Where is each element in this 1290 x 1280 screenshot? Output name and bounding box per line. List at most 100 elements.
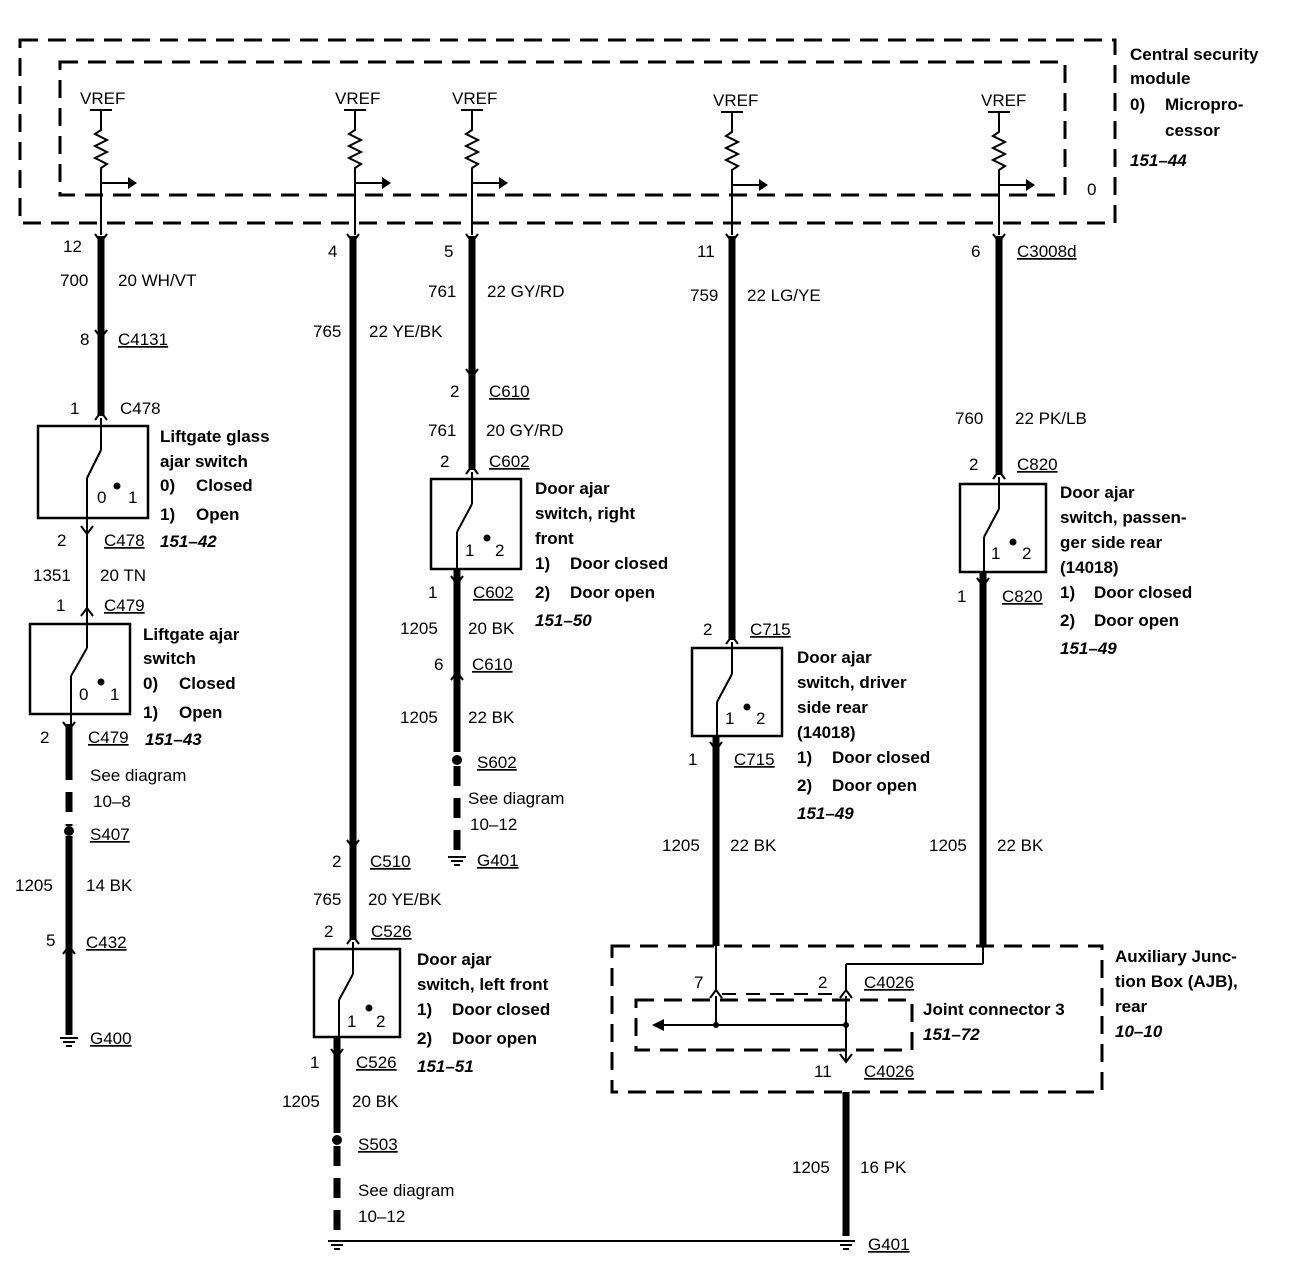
state-closed: Closed [179, 674, 236, 693]
ground-icon [836, 1240, 856, 1250]
auxiliary-junction-box: Auxiliary Junc- tion Box (AJB), rear 10–… [610, 944, 1238, 1254]
connector-c3008d: C3008d [1017, 242, 1077, 261]
connector-c478: C478 [120, 399, 161, 418]
door-ajar-switch-driver-side-rear [690, 646, 784, 738]
module-title-line1: Central security [1130, 45, 1259, 64]
circuit-number: 765 [313, 322, 341, 341]
switch-position: 2 [756, 709, 765, 728]
module-part-index: 0) [1130, 95, 1145, 114]
circuit-number: 1205 [282, 1092, 320, 1111]
wire-color: 20 TN [100, 566, 146, 585]
connector-c820: C820 [1017, 455, 1058, 474]
circuit-number: 761 [428, 421, 456, 440]
switch-position: 1 [991, 544, 1000, 563]
pin-label: 1 [56, 596, 65, 615]
wire-color: 14 BK [86, 876, 133, 895]
circuit-number: 1205 [400, 619, 438, 638]
state-index: 1) [143, 703, 158, 722]
circuit-number: 759 [690, 286, 718, 305]
switch-name: Door ajar [1060, 483, 1135, 502]
pin-label: 2 [57, 531, 66, 550]
state-closed: Door closed [452, 1000, 550, 1019]
wire-color: 22 BK [468, 708, 515, 727]
vref-pullup-2: VREF [335, 89, 391, 235]
vref-pullup-4: VREF [713, 91, 768, 235]
page-ref: 151–49 [1060, 639, 1117, 658]
page-ref: 151–50 [535, 611, 592, 630]
circuit-number: 1205 [400, 708, 438, 727]
switch-name: switch, passen- [1060, 508, 1187, 527]
switch-position: 1 [110, 685, 119, 704]
connector-c4131: C4131 [118, 330, 168, 349]
pin-label: 11 [814, 1062, 832, 1081]
connector-c526: C526 [371, 922, 412, 941]
module-box-index: 0 [1087, 180, 1096, 199]
pin-label: 6 [971, 242, 980, 261]
state-index: 0) [143, 674, 158, 693]
pin-label: 8 [80, 330, 89, 349]
pin-label: 2 [450, 382, 459, 401]
liftgate-ajar-switch [28, 622, 132, 716]
switch-name: Door ajar [797, 648, 872, 667]
microprocessor-box [58, 60, 1067, 197]
ajb-ref: 10–10 [1115, 1022, 1163, 1041]
channel-driver-side-rear: 11 759 22 LG/YE 2 C715 1 2 Door ajar swi… [662, 233, 930, 946]
pin-label: 2 [332, 852, 341, 871]
splice-dot [452, 755, 462, 765]
circuit-number: 1205 [662, 836, 700, 855]
switch-position: 1 [347, 1012, 356, 1031]
circuit-number: 700 [60, 271, 88, 290]
vref-label: VREF [981, 91, 1026, 110]
channel-right-front-door: 5 761 22 GY/RD 2 C610 761 20 GY/RD 2 C60… [400, 233, 668, 870]
page-ref: 151–51 [417, 1057, 474, 1076]
vref-label: VREF [452, 89, 497, 108]
central-security-module: Central security module 0) Micropro- ces… [18, 38, 1259, 235]
connector-c715: C715 [750, 620, 791, 639]
pin-label: 5 [46, 931, 55, 950]
switch-name: ajar switch [160, 452, 248, 471]
switch-name: (14018) [1060, 558, 1119, 577]
module-title-line2: module [1130, 69, 1190, 88]
pin-label: 2 [818, 973, 827, 992]
pin-label: 12 [63, 237, 82, 256]
joint-ref: 151–72 [923, 1025, 980, 1044]
splice-s407: S407 [90, 825, 130, 844]
state-index: 1) [417, 1000, 432, 1019]
see-diagram-ref: 10–12 [470, 815, 517, 834]
switch-name: switch, left front [417, 975, 549, 994]
ground-g401: G401 [868, 1235, 910, 1254]
vref-label: VREF [335, 89, 380, 108]
connector-c602: C602 [489, 452, 530, 471]
switch-name: switch, right [535, 504, 635, 523]
switch-name: ger side rear [1060, 533, 1162, 552]
vref-pullup-1: VREF [80, 89, 137, 235]
connector-c610: C610 [472, 655, 513, 674]
state-open: Door open [570, 583, 655, 602]
switch-name: Door ajar [417, 950, 492, 969]
pin-label: 2 [440, 452, 449, 471]
wire-color: 16 PK [860, 1158, 907, 1177]
state-index: 0) [160, 476, 175, 495]
pin-label: 6 [434, 655, 443, 674]
ajb-title: rear [1115, 997, 1148, 1016]
channel-passenger-side-rear: 6 C3008d 760 22 PK/LB 2 C820 1 2 Door aj… [929, 233, 1192, 946]
pin-label: 1 [957, 587, 966, 606]
connector-c820: C820 [1002, 587, 1043, 606]
see-diagram-ref: 10–12 [358, 1207, 405, 1226]
state-open: Open [196, 505, 239, 524]
switch-position: 1 [725, 709, 734, 728]
circuit-number: 1205 [929, 836, 967, 855]
connector-c478: C478 [104, 531, 145, 550]
state-open: Door open [832, 776, 917, 795]
page-ref: 151–43 [145, 730, 202, 749]
connector-c479: C479 [88, 728, 129, 747]
see-diagram-ref: 10–8 [93, 792, 131, 811]
ajb-title: tion Box (AJB), [1115, 972, 1238, 991]
wire-color: 22 GY/RD [487, 282, 564, 301]
state-closed: Closed [196, 476, 253, 495]
connector-c715: C715 [734, 750, 775, 769]
wire-color: 22 PK/LB [1015, 409, 1087, 428]
state-open: Door open [1094, 611, 1179, 630]
pin-label: 5 [444, 242, 453, 261]
circuit-number: 761 [428, 282, 456, 301]
